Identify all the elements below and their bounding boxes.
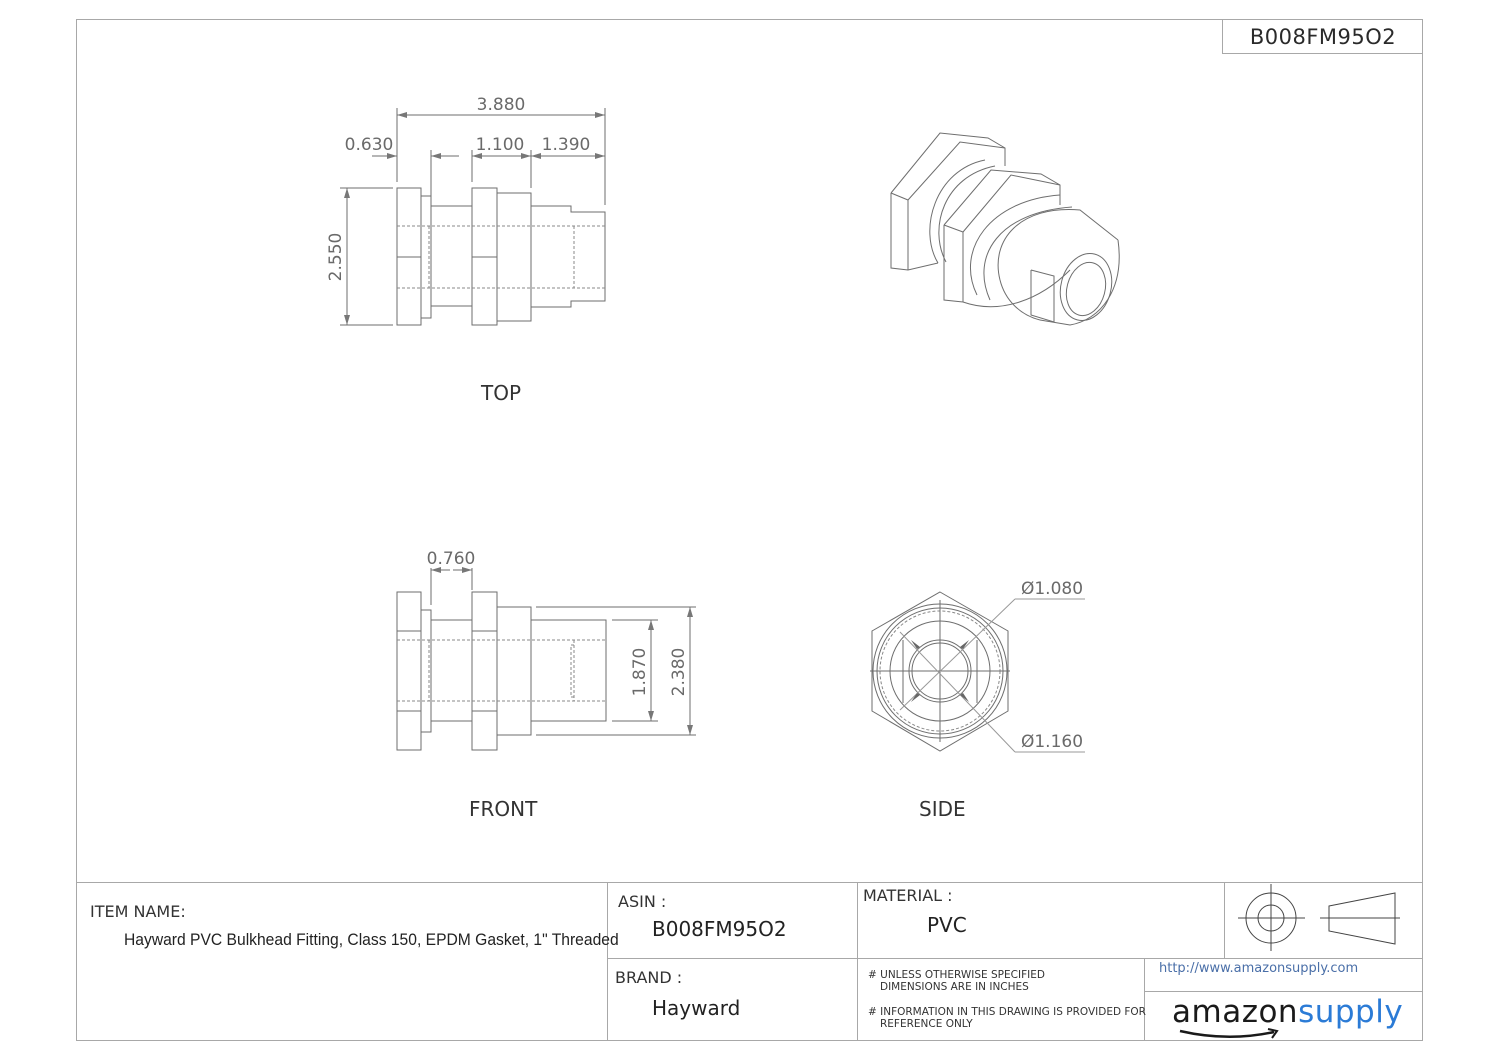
asin-label: ASIN : (618, 892, 667, 911)
dim-height: 2.550 (326, 233, 346, 282)
amazon-smile-icon (1179, 1028, 1279, 1039)
asin-tag: B008FM95O2 (1222, 19, 1423, 54)
title-block-top-border (76, 882, 1423, 883)
front-view (396, 567, 696, 751)
material-label: MATERIAL : (863, 886, 953, 905)
divider (1144, 958, 1145, 1041)
view-label-top: TOP (481, 381, 522, 405)
logo-amazon: amazon (1172, 994, 1299, 1030)
dim-flange: 0.630 (345, 135, 394, 155)
view-label-side: SIDE (919, 797, 966, 821)
third-angle-projection-icon (1238, 884, 1400, 951)
top-view (340, 108, 606, 326)
divider (607, 958, 1423, 959)
asin-value: B008FM95O2 (652, 917, 787, 941)
brand-value: Hayward (652, 996, 741, 1020)
material-value: PVC (927, 913, 967, 937)
divider (1224, 882, 1225, 958)
logo-supply: supply (1298, 994, 1404, 1030)
brand-label: BRAND : (615, 968, 683, 987)
dim-diameter-inner: Ø1.160 (1021, 732, 1083, 752)
dim-nut-body: 1.100 (476, 135, 525, 155)
drawing-frame (76, 19, 1423, 1041)
dim-gap: 0.760 (427, 549, 476, 569)
divider (1144, 991, 1423, 992)
dim-inner-height: 1.870 (630, 648, 650, 697)
side-view (870, 591, 1085, 753)
dim-overall-length: 3.880 (477, 95, 526, 115)
website-link[interactable]: http://www.amazonsupply.com (1159, 961, 1359, 976)
dim-diameter-outer: Ø1.080 (1021, 579, 1083, 599)
isometric-view (890, 132, 1120, 326)
divider (857, 882, 858, 1041)
item-name-label: ITEM NAME: (90, 902, 186, 921)
note-reference: # INFORMATION IN THIS DRAWING IS PROVIDE… (868, 1006, 1146, 1030)
note-units: # UNLESS OTHERWISE SPECIFIED DIMENSIONS … (868, 969, 1045, 993)
divider (607, 882, 608, 1041)
dim-outer-height: 2.380 (669, 648, 689, 697)
view-label-front: FRONT (469, 797, 538, 821)
dim-spigot: 1.390 (542, 135, 591, 155)
item-name-value: Hayward PVC Bulkhead Fitting, Class 150,… (124, 930, 619, 949)
amazonsupply-logo: amazonsupply (1172, 994, 1403, 1030)
